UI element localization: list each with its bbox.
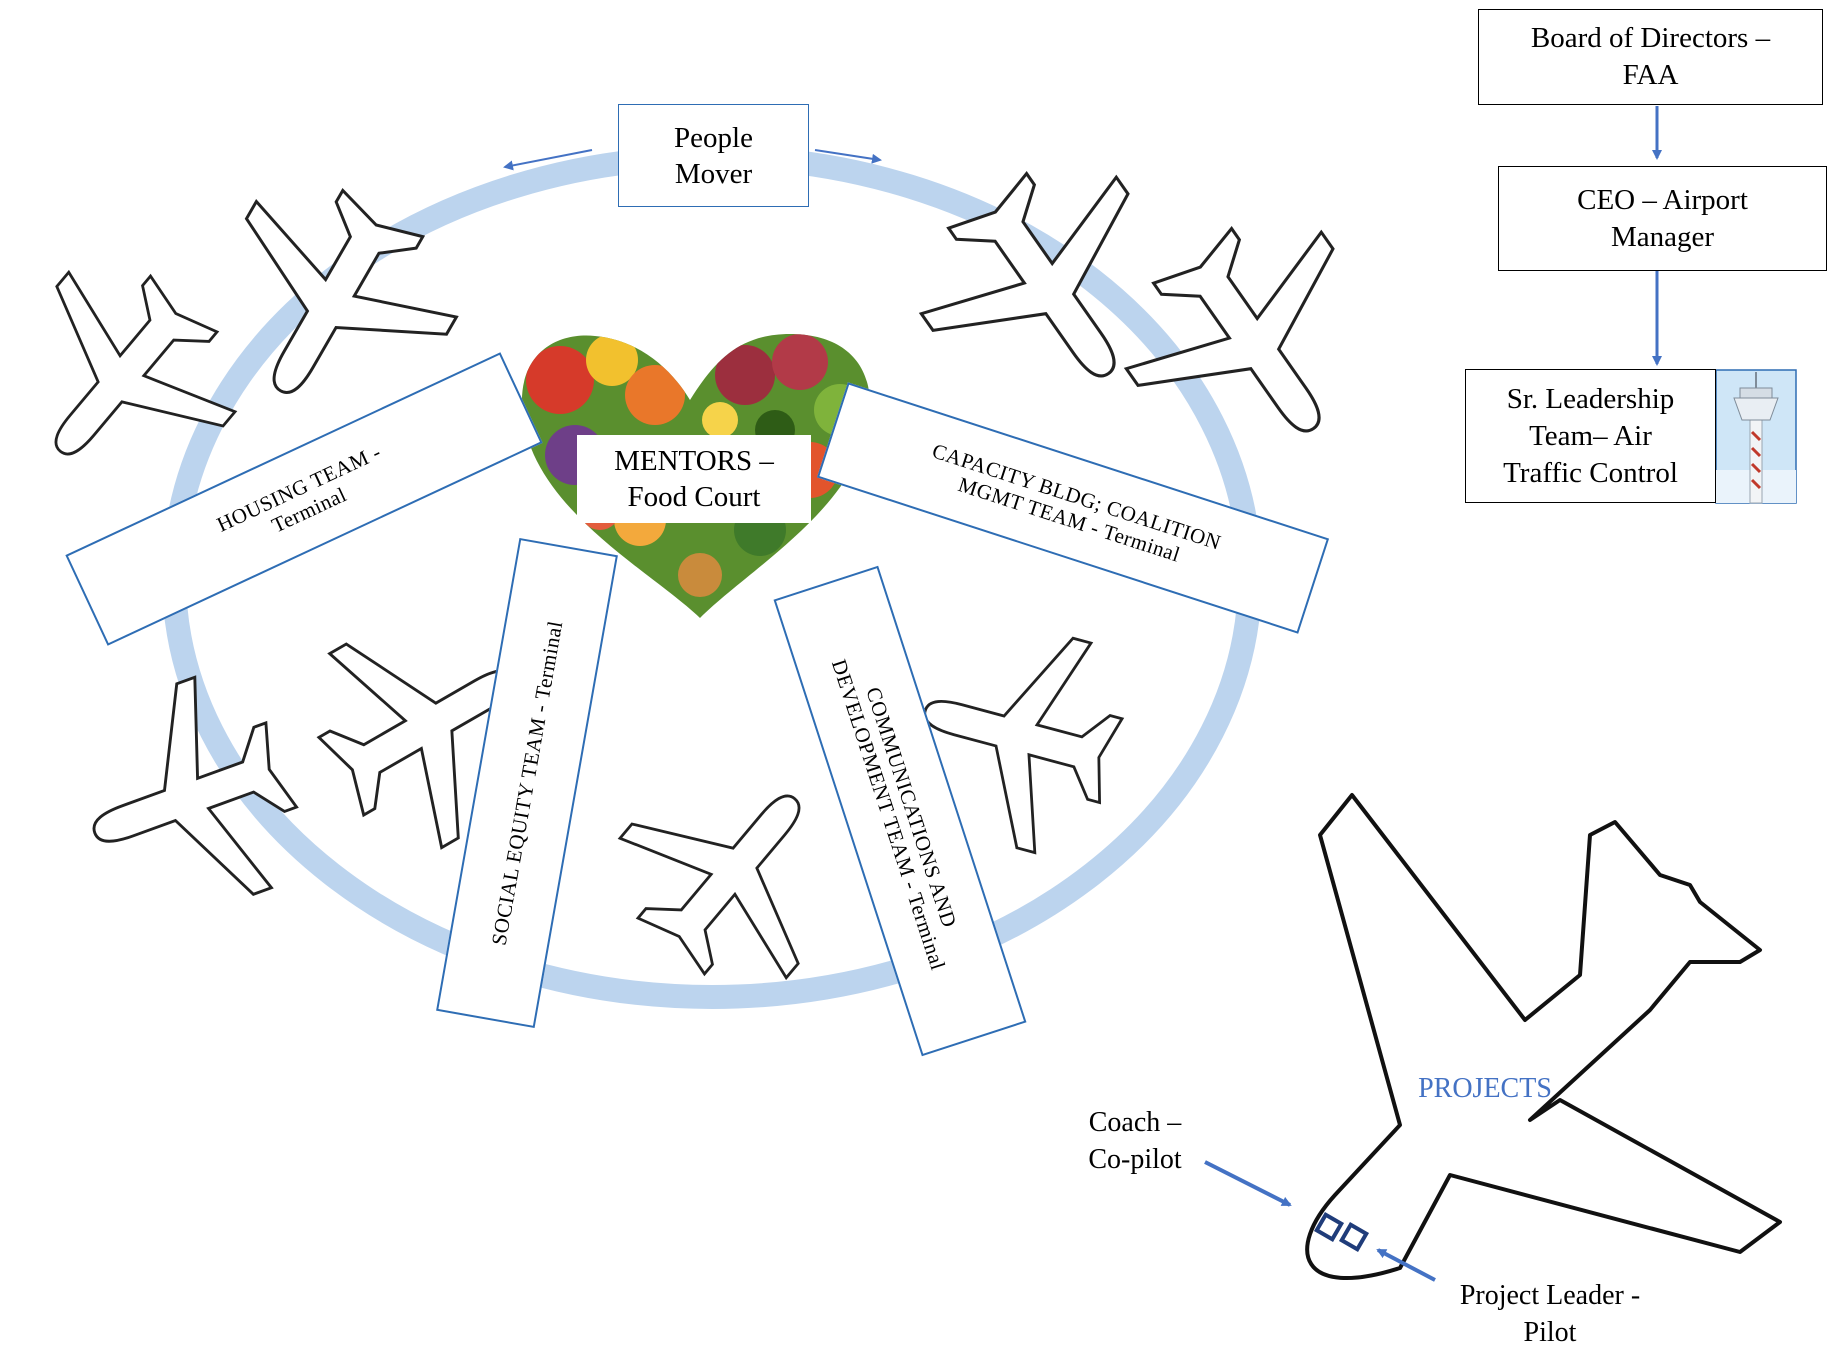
coach-label: Coach – Co-pilot <box>1070 1104 1200 1178</box>
pilot-label: Project Leader - Pilot <box>1430 1277 1670 1351</box>
projects-label: PROJECTS <box>1418 1073 1552 1104</box>
board-line1: Board of Directors – <box>1530 22 1771 54</box>
people-mover-line2: Mover <box>674 157 753 190</box>
projects-airplane-outline <box>1305 793 1782 1280</box>
mentors-line2: Food Court <box>627 481 761 513</box>
board-of-directors-box: Board of Directors – FAA <box>1478 9 1823 105</box>
board-line2: FAA <box>1622 59 1679 91</box>
people-mover-arrow-right <box>814 149 882 164</box>
leadership-line2: Team– Air <box>1529 419 1652 452</box>
leadership-line3: Traffic Control <box>1503 456 1678 489</box>
ceo-box: CEO – Airport Manager <box>1498 166 1827 271</box>
social-line1: SOCIAL EQUITY TEAM - Terminal <box>486 618 568 948</box>
pilot-line1: Project Leader - <box>1459 1280 1641 1311</box>
coach-line2: Co-pilot <box>1088 1144 1182 1175</box>
leadership-box: Sr. Leadership Team– Air Traffic Control <box>1465 369 1716 503</box>
control-tower-image <box>1715 369 1797 504</box>
airplane-icon <box>55 658 321 940</box>
people-mover-line1: People <box>674 121 753 154</box>
ceo-line1: CEO – Airport <box>1577 183 1748 216</box>
copilot-window-icon <box>1313 1211 1345 1243</box>
ceo-line2: Manager <box>1610 220 1715 253</box>
coach-line1: Coach – <box>1088 1107 1182 1138</box>
people-mover-box: People Mover <box>618 104 809 207</box>
mentors-food-court-box: MENTORS – Food Court <box>577 435 811 523</box>
pilot-window-icon <box>1338 1221 1370 1253</box>
coach-arrow <box>1204 1160 1292 1207</box>
mentors-line1: MENTORS – <box>614 445 774 477</box>
people-mover-arrow-left <box>503 149 593 171</box>
leadership-line1: Sr. Leadership <box>1506 382 1675 415</box>
pilot-line2: Pilot <box>1523 1317 1577 1348</box>
pilot-arrow <box>1376 1248 1436 1282</box>
